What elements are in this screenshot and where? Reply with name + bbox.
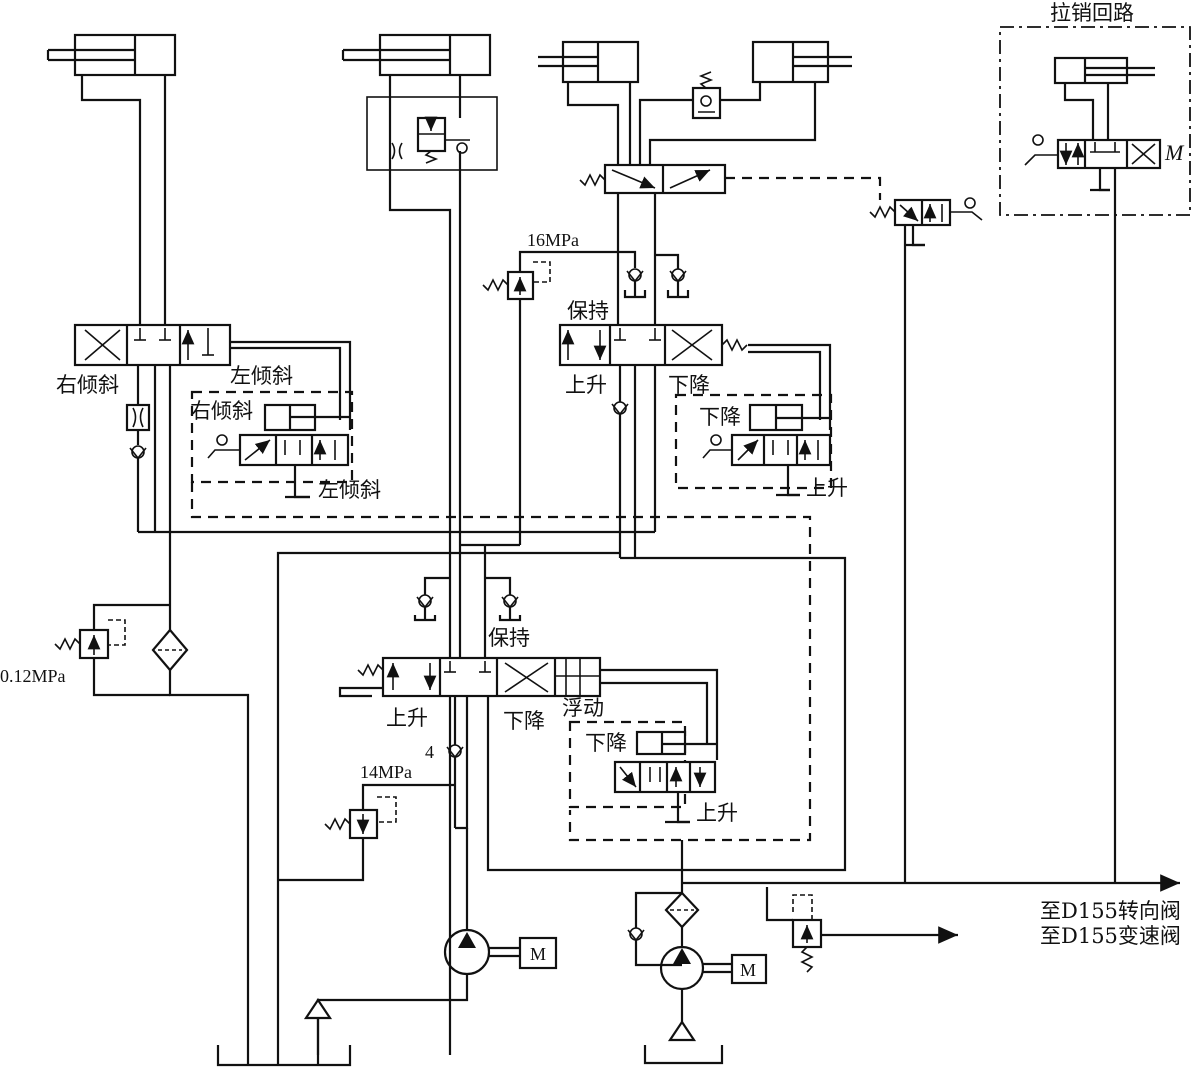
lift-pilot-valve-upper bbox=[702, 433, 832, 467]
label-raise-pilot-lower: 上升 bbox=[696, 801, 738, 825]
label-to-steering-valve: 至D155转向阀 bbox=[1040, 899, 1181, 923]
lift-cylinder-right-b bbox=[751, 40, 852, 84]
label-pressure-16: 16MPa bbox=[527, 230, 579, 250]
label-hold-upper: 保持 bbox=[567, 299, 609, 323]
label-raise-lower: 上升 bbox=[386, 706, 428, 730]
motor-label-main: M bbox=[530, 944, 546, 964]
lift-selector-valve bbox=[579, 163, 727, 195]
relief-valve-d155 bbox=[791, 894, 823, 973]
tilt-directional-valve bbox=[73, 323, 232, 367]
label-hold-lower: 保持 bbox=[488, 626, 530, 650]
check-valve-top-right bbox=[691, 71, 722, 120]
relief-valve-16mpa bbox=[482, 261, 551, 301]
quick-drop-valve bbox=[391, 116, 470, 164]
pin-valve bbox=[1024, 134, 1162, 170]
label-to-transmission-valve: 至D155变速阀 bbox=[1040, 924, 1181, 948]
lift-pilot-valve-lower bbox=[613, 760, 717, 794]
label-pin-circuit: 拉销回路 bbox=[1050, 1, 1134, 25]
lift-pilot-cylinder-lower bbox=[635, 730, 717, 756]
label-raise-pilot-upper: 上升 bbox=[806, 476, 848, 500]
label-pressure-14: 14MPa bbox=[360, 762, 412, 782]
label-pressure-012: 0.12MPa bbox=[0, 666, 66, 686]
lift-pilot-cylinder-upper bbox=[748, 403, 830, 432]
lift-directional-valve-upper bbox=[558, 323, 748, 367]
label-lower-lower: 下降 bbox=[503, 709, 545, 733]
label-raise-upper: 上升 bbox=[565, 373, 607, 397]
relief-valve-14mpa bbox=[324, 796, 397, 840]
tilt-cylinder-left bbox=[46, 33, 177, 77]
return-filter-left bbox=[151, 628, 189, 672]
label-left-tilt-bottom: 左倾斜 bbox=[318, 478, 381, 502]
return-filter-right bbox=[664, 891, 700, 929]
label-left-tilt-top: 左倾斜 bbox=[230, 364, 293, 388]
label-num-4: 4 bbox=[425, 742, 434, 762]
label-right-tilt-pilot: 右倾斜 bbox=[190, 399, 253, 423]
label-lower-pilot-lower: 下降 bbox=[585, 731, 627, 755]
pump-secondary bbox=[659, 945, 768, 991]
pin-cylinder bbox=[1053, 56, 1155, 85]
label-m-italic: M bbox=[1164, 140, 1185, 165]
tilt-pilot-valve bbox=[207, 433, 350, 467]
lift-cylinder-middle bbox=[341, 33, 492, 77]
label-lower-upper: 下降 bbox=[668, 373, 710, 397]
lift-cylinder-right-a bbox=[538, 40, 640, 84]
motor-label-secondary: M bbox=[740, 960, 756, 980]
relief-valve-012 bbox=[54, 619, 126, 660]
pin-pilot-valve bbox=[869, 197, 983, 227]
tilt-pilot-cylinder bbox=[263, 403, 350, 432]
label-right-tilt: 右倾斜 bbox=[56, 373, 119, 397]
label-lower-pilot-upper: 下降 bbox=[699, 405, 741, 429]
lift-directional-valve-lower bbox=[338, 656, 602, 698]
label-float: 浮动 bbox=[562, 696, 604, 720]
